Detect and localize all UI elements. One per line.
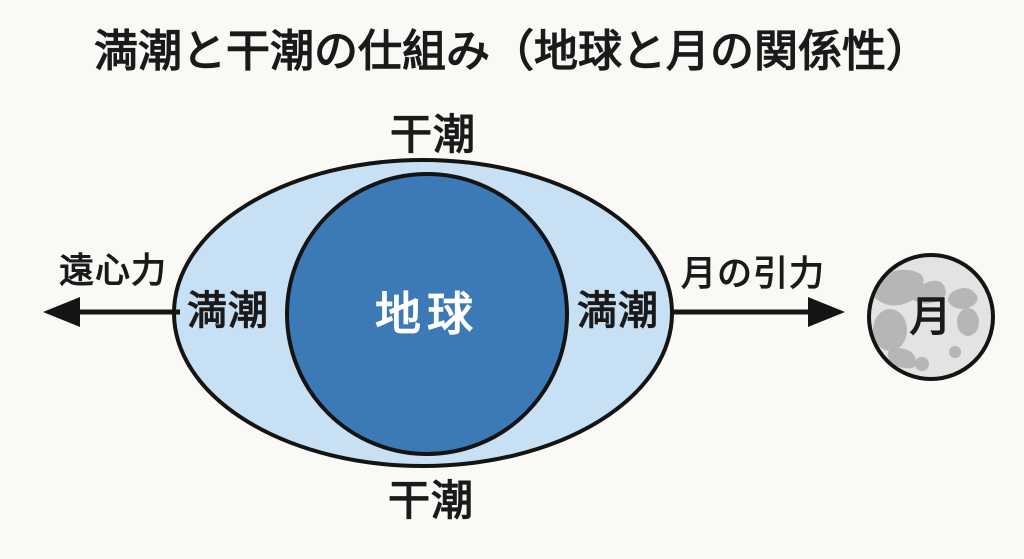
moon-gravity-arrow [670, 297, 845, 327]
moon-craters [873, 269, 979, 371]
moon-gravity-label: 月の引力 [680, 254, 826, 294]
moon-icon [867, 253, 995, 381]
page-title: 満潮と干潮の仕組み（地球と月の関係性） [94, 27, 930, 76]
centrifugal-force-arrowhead-icon [43, 297, 80, 327]
centrifugal-force-arrow [43, 297, 180, 327]
moon-gravity-arrowhead-icon [808, 297, 845, 327]
centrifugal-force-label: 遠心力 [58, 251, 168, 291]
high-tide-right-label: 満潮 [577, 289, 659, 333]
high-tide-left-label: 満潮 [187, 289, 269, 333]
moon-label: 月 [909, 293, 953, 340]
low-tide-top-label: 干潮 [389, 111, 477, 158]
earth-circle [285, 172, 569, 456]
earth-label: 地球 [375, 288, 479, 340]
low-tide-bottom-label: 干潮 [387, 477, 475, 524]
